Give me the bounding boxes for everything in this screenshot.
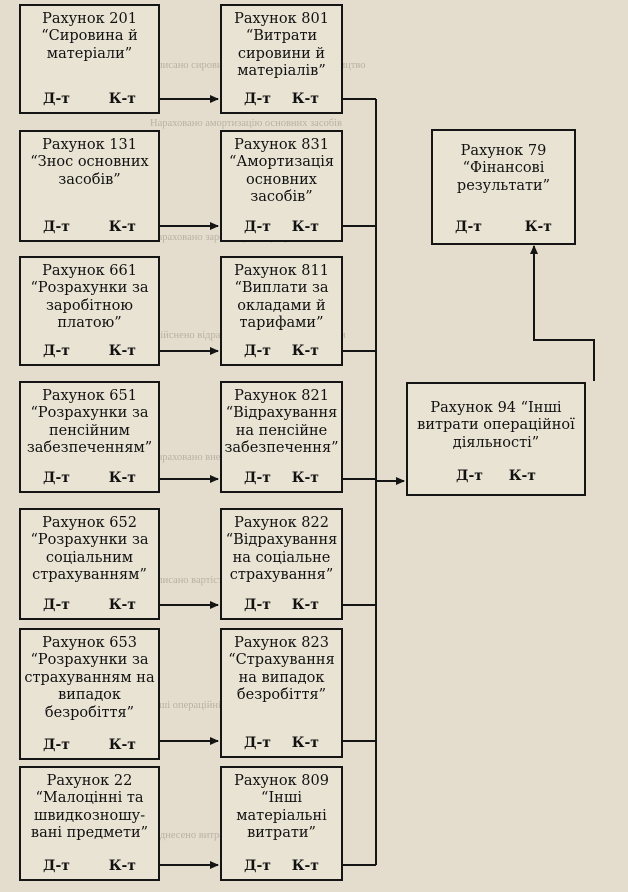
account-title: Рахунок 811 “Виплати за окладами й тариф… xyxy=(234,263,329,332)
left-account-box: Рахунок 651 “Розрахунки за пенсійним заб… xyxy=(19,381,160,493)
middle-account-box: Рахунок 811 “Виплати за окладами й тариф… xyxy=(220,256,343,366)
account-94-box: Рахунок 94 “Інші витрати операційної дія… xyxy=(406,382,586,496)
debit-label: Д-т xyxy=(43,219,70,235)
account-title: Рахунок 801 “Витрати сировини й матеріал… xyxy=(234,11,329,80)
account-title: Рахунок 823 “Страхування на випадок безр… xyxy=(228,635,335,704)
credit-label: К-т xyxy=(524,219,552,235)
credit-label: К-т xyxy=(291,735,319,751)
left-account-box: Рахунок 661 “Розрахунки за заробітною пл… xyxy=(19,256,160,366)
account-title: Рахунок 809 “Інші матеріальні витрати” xyxy=(234,773,329,842)
left-account-box: Рахунок 652 “Розрахунки за соціальним ст… xyxy=(19,508,160,620)
credit-label: К-т xyxy=(108,343,136,359)
left-account-box: Рахунок 653 “Розрахунки за страхуванням … xyxy=(19,628,160,760)
credit-label: К-т xyxy=(291,597,319,613)
debit-label: Д-т xyxy=(244,91,271,107)
credit-label: К-т xyxy=(108,219,136,235)
middle-account-box: Рахунок 801 “Витрати сировини й матеріал… xyxy=(220,4,343,114)
debit-label: Д-т xyxy=(244,735,271,751)
debit-label: Д-т xyxy=(43,470,70,486)
account-title: Рахунок 661 “Розрахунки за заробітною пл… xyxy=(30,263,149,332)
credit-label: К-т xyxy=(508,468,536,484)
debit-label: Д-т xyxy=(43,597,70,613)
account-94-title: Рахунок 94 “Інші витрати операційної дія… xyxy=(417,400,575,451)
debit-label: Д-т xyxy=(244,597,271,613)
account-title: Рахунок 652 “Розрахунки за соціальним ст… xyxy=(30,515,149,584)
debit-label: Д-т xyxy=(455,219,482,235)
account-title: Рахунок 831 “Амортизація основних засобі… xyxy=(228,137,335,206)
account-title: Рахунок 201 “Сировина й матеріали” xyxy=(41,11,138,62)
credit-label: К-т xyxy=(108,737,136,753)
account-title: Рахунок 822 “Відрахування на соціальне с… xyxy=(225,515,338,584)
credit-label: К-т xyxy=(291,470,319,486)
account-79-box: Рахунок 79 “Фінансові результати” Д-т К-… xyxy=(431,129,576,245)
account-title: Рахунок 651 “Розрахунки за пенсійним заб… xyxy=(26,388,153,457)
debit-label: Д-т xyxy=(43,858,70,874)
left-account-box: Рахунок 201 “Сировина й матеріали” Д-т К-т xyxy=(19,4,160,114)
credit-label: К-т xyxy=(291,91,319,107)
debit-label: Д-т xyxy=(43,737,70,753)
credit-label: К-т xyxy=(108,597,136,613)
left-account-box: Рахунок 22 “Малоцінні та швидкозношу- ва… xyxy=(19,766,160,881)
credit-label: К-т xyxy=(108,470,136,486)
middle-account-box: Рахунок 821 “Відрахування на пенсійне за… xyxy=(220,381,343,493)
account-title: Рахунок 131 “Знос основних засобів” xyxy=(30,137,149,188)
middle-account-box: Рахунок 831 “Амортизація основних засобі… xyxy=(220,130,343,242)
middle-account-box: Рахунок 823 “Страхування на випадок безр… xyxy=(220,628,343,758)
debit-label: Д-т xyxy=(43,91,70,107)
middle-account-box: Рахунок 822 “Відрахування на соціальне с… xyxy=(220,508,343,620)
account-79-title: Рахунок 79 “Фінансові результати” xyxy=(456,143,551,194)
debit-label: Д-т xyxy=(244,219,271,235)
account-title: Рахунок 22 “Малоцінні та швидкозношу- ва… xyxy=(30,773,149,842)
account-title: Рахунок 821 “Відрахування на пенсійне за… xyxy=(224,388,339,457)
credit-label: К-т xyxy=(108,91,136,107)
background-text: Нараховано амортизацію основних засобів xyxy=(150,118,342,129)
debit-label: Д-т xyxy=(244,470,271,486)
middle-account-box: Рахунок 809 “Інші матеріальні витрати” Д-… xyxy=(220,766,343,881)
credit-label: К-т xyxy=(291,343,319,359)
debit-label: Д-т xyxy=(43,343,70,359)
account-title: Рахунок 653 “Розрахунки за страхуванням … xyxy=(24,635,155,721)
debit-label: Д-т xyxy=(244,343,271,359)
credit-label: К-т xyxy=(291,858,319,874)
debit-label: Д-т xyxy=(456,468,483,484)
credit-label: К-т xyxy=(291,219,319,235)
debit-label: Д-т xyxy=(244,858,271,874)
credit-label: К-т xyxy=(108,858,136,874)
left-account-box: Рахунок 131 “Знос основних засобів” Д-т К-… xyxy=(19,130,160,242)
